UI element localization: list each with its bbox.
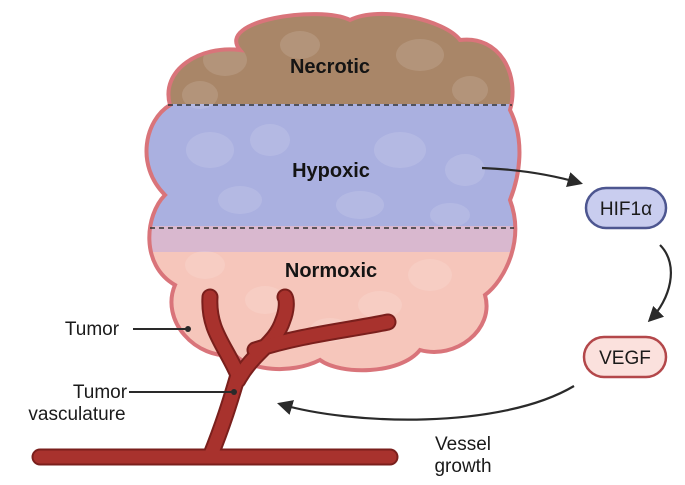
- vegf-to-vessel-arrow: [277, 385, 575, 421]
- vessel-branch-middle: [231, 290, 293, 387]
- vasculature-label-line1: Tumor: [73, 382, 128, 403]
- normoxic-label: Normoxic: [285, 260, 377, 282]
- hypoxic-zone: [146, 104, 520, 228]
- vegf-label: VEGF: [599, 348, 651, 369]
- tumor-label: Tumor: [65, 319, 120, 340]
- vasculature-label-line2: vasculature: [28, 404, 125, 425]
- tumor-vasculature: [31, 288, 399, 466]
- vegf-node: VEGF: [582, 335, 668, 379]
- hif1a-node: HIF1α: [584, 186, 668, 230]
- hif1a-to-vegf-arrow: [647, 244, 672, 323]
- vessel-growth-label-line1: Vessel: [435, 434, 491, 455]
- vessel-branch-right: [248, 315, 395, 357]
- tumor-leader-dot: [185, 326, 191, 332]
- tumor-outline: [144, 11, 522, 373]
- hypoxic-label: Hypoxic: [292, 160, 370, 182]
- vessel-growth-label-line2: growth: [434, 456, 491, 477]
- necrotic-label: Necrotic: [290, 56, 370, 78]
- hypoxic-to-hif1a-arrow: [481, 166, 583, 187]
- hif1a-label: HIF1α: [600, 199, 652, 220]
- transition-zone: [146, 226, 520, 256]
- vasculature-leader-dot: [231, 389, 237, 395]
- tumor: [144, 11, 522, 373]
